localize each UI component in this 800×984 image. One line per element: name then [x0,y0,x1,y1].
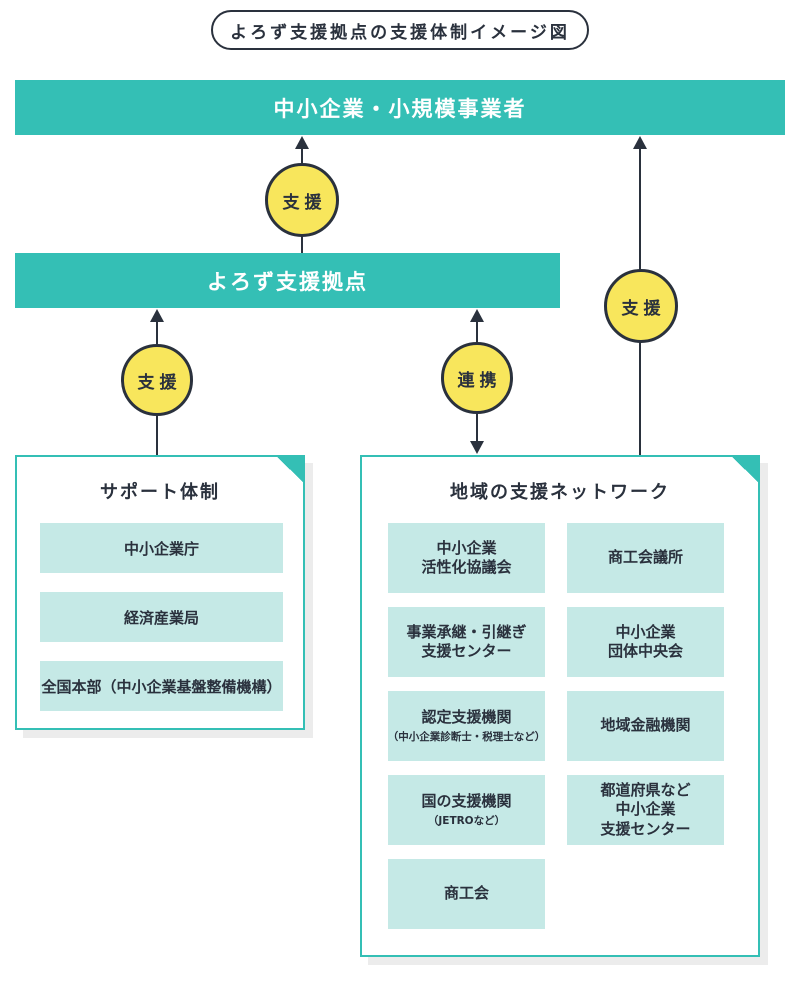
network-item: 地域金融機関 [567,691,724,761]
support-card: サポート体制 中小企業庁 経済産業局 全国本部（中小企業基盤整備機構） [15,455,305,730]
connector-label-collaboration: 連携 [441,342,513,414]
connector-label-support-right: 支援 [604,269,678,343]
arrow-up-icon [295,136,309,149]
network-item: 認定支援機関 （中小企業診断士・税理士など） [388,691,545,761]
network-card-title: 地域の支援ネットワーク [450,482,670,503]
network-item: 中小企業 団体中央会 [567,607,724,677]
network-item: 商工会 [388,859,545,929]
arrow-down-icon [470,441,484,454]
support-item-list: 中小企業庁 経済産業局 全国本部（中小企業基盤整備機構） [40,523,283,711]
banner-yorozu-hub: よろず支援拠点 [15,253,560,308]
network-item: 商工会議所 [567,523,724,593]
support-item: 全国本部（中小企業基盤整備機構） [40,661,283,711]
network-item: 中小企業 活性化協議会 [388,523,545,593]
arrow-up-icon [470,309,484,322]
arrow-up-icon [150,309,164,322]
network-item-note: （JETROなど） [427,815,506,828]
network-card: 地域の支援ネットワーク 中小企業 活性化協議会 商工会議所 事業承継・引継ぎ 支… [360,455,760,957]
folded-corner-icon [732,457,758,482]
network-item: 国の支援機関 （JETROなど） [388,775,545,845]
connector-label-support-left: 支援 [121,344,193,416]
network-item: 事業承継・引継ぎ 支援センター [388,607,545,677]
folded-corner-icon [277,457,303,482]
support-item: 経済産業局 [40,592,283,642]
network-item-grid: 中小企業 活性化協議会 商工会議所 事業承継・引継ぎ 支援センター 中小企業 団… [388,523,724,929]
support-card-title: サポート体制 [100,482,220,503]
banner-sme: 中小企業・小規模事業者 [15,80,785,135]
network-item-note: （中小企業診断士・税理士など） [387,731,546,744]
arrow-up-icon [633,136,647,149]
diagram-title: よろず支援拠点の支援体制イメージ図 [211,10,589,50]
network-item: 都道府県など 中小企業 支援センター [567,775,724,845]
support-item: 中小企業庁 [40,523,283,573]
connector-label-support-top: 支援 [265,163,339,237]
